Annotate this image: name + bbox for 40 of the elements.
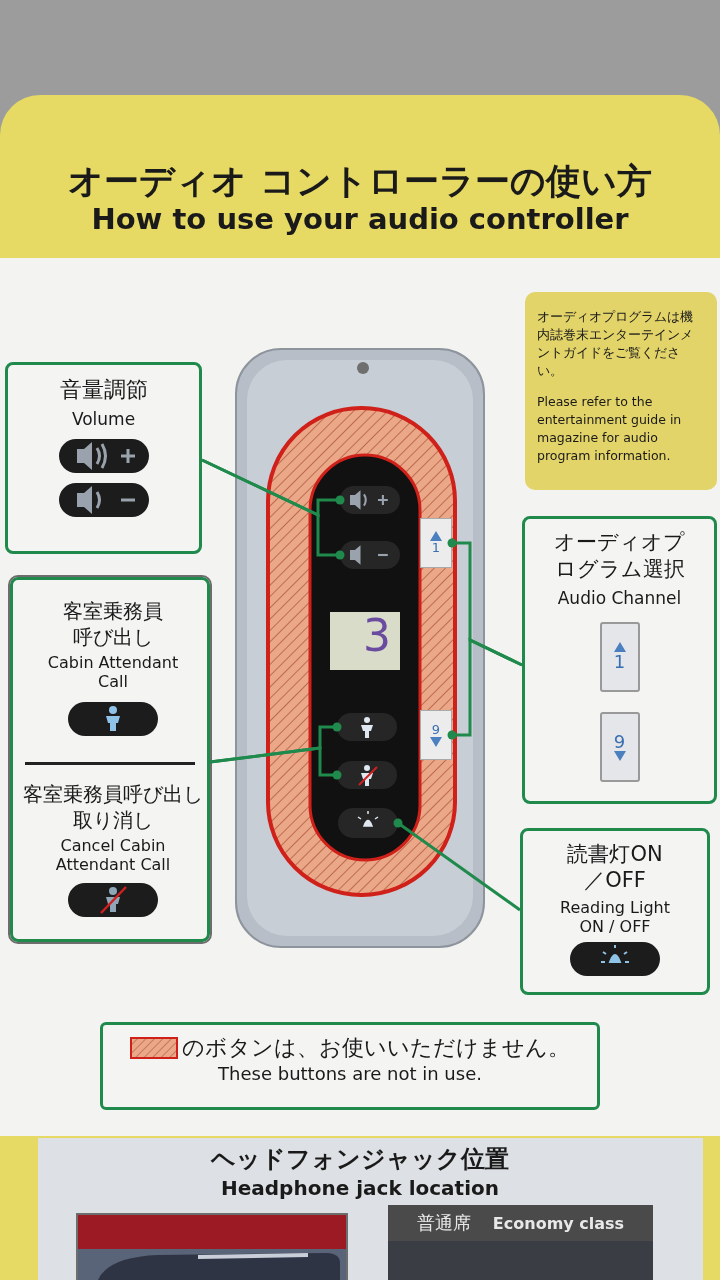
reading-light-button: [338, 808, 398, 838]
leader-line: [209, 746, 342, 780]
note-text: Please refer to the entertainment guide in magazine for audio program information.: [537, 392, 683, 465]
callout-box: [5, 362, 202, 554]
cancel-call-button: [337, 761, 397, 789]
display-digit: 3: [363, 610, 391, 661]
box-title: オーディオプログラム選択: [553, 529, 686, 584]
callout-box: [10, 577, 210, 942]
notice-text: のボタンは、お使いいただけません。: [182, 1034, 570, 1062]
volume-down-button: [340, 541, 400, 569]
box-subtitle: Volume: [71, 409, 136, 429]
note-text: オーディオプログラムは機内誌巻末エンターテインメントガイドをご覧ください。: [537, 308, 694, 381]
box-subtitle: Cancel Cabin Attendant Call: [54, 836, 172, 874]
section-subtitle: Headphone jack location: [220, 1176, 500, 1200]
callout-box: [522, 516, 717, 804]
callout-box: [520, 828, 710, 995]
leader-line: [447, 637, 523, 740]
channel-button: 1: [420, 518, 452, 568]
box-subtitle: Reading Light ON / OFF: [559, 897, 671, 936]
notice-text: These buttons are not in use.: [217, 1063, 483, 1084]
channel-button-icon: 9: [599, 711, 640, 782]
box-title: 客室乗務員呼び出し: [62, 598, 164, 650]
channel-button: 9: [420, 710, 452, 760]
leader-line: [393, 818, 521, 912]
call-button: [337, 713, 397, 741]
volume-up-button: [340, 486, 400, 514]
title-text: オーディオ コントローラーの使い方: [67, 160, 653, 203]
box-subtitle: Audio Channel: [557, 587, 682, 608]
subtitle-text: How to use your audio controller: [90, 202, 630, 236]
box-title: 客室乗務員呼び出し取り消し: [22, 781, 204, 833]
leader-line: [201, 458, 345, 560]
header-text: Economy class: [492, 1213, 625, 1233]
box-subtitle: Cabin Attendant Call: [46, 653, 180, 691]
notice-box: [100, 1022, 600, 1110]
box-title: 読書灯ON／OFF: [566, 841, 664, 894]
section-title: ヘッドフォンジャック位置: [209, 1144, 510, 1175]
box-title: 音量調節: [59, 376, 148, 404]
header-text: 普通席: [416, 1211, 471, 1235]
note-box: [525, 292, 717, 490]
channel-button-icon: 1: [599, 621, 640, 692]
